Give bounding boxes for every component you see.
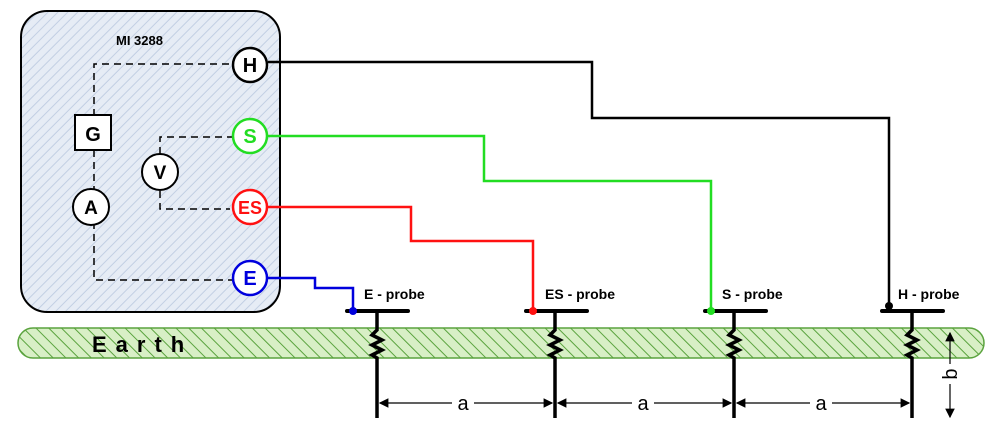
earth-band <box>17 327 985 359</box>
terminal-s <box>231 117 269 155</box>
ammeter-symbol <box>72 188 110 226</box>
probe-es-label: ES - probe <box>545 286 615 302</box>
probe-h-dot <box>885 302 893 310</box>
terminal-e <box>231 259 269 297</box>
ammeter-label: A <box>84 198 98 219</box>
probe-s-dot <box>707 307 715 315</box>
probe-e-dot <box>349 307 357 315</box>
voltmeter-label: V <box>154 163 167 184</box>
terminal-e-label: E <box>243 268 256 290</box>
spacing-label-1: a <box>457 393 469 415</box>
terminal-s-label: S <box>243 126 256 148</box>
probe-rods <box>368 311 921 418</box>
wire-es <box>268 205 535 311</box>
spacing-label-2: a <box>637 393 649 415</box>
wire-e <box>268 276 355 311</box>
terminal-h <box>231 46 269 84</box>
probe-s-label: S - probe <box>722 286 783 302</box>
terminal-es-label: ES <box>238 198 262 218</box>
voltmeter-symbol <box>141 153 179 191</box>
wire-h <box>268 60 891 306</box>
probe-h-label: H - probe <box>898 286 960 302</box>
terminal-es <box>231 188 269 226</box>
earth-label: Earth <box>92 332 193 357</box>
generator-symbol <box>74 114 112 151</box>
generator-label: G <box>85 124 101 146</box>
probe-es-dot <box>529 307 537 315</box>
spacing-label-3: a <box>815 393 827 415</box>
depth-label: b <box>940 368 962 379</box>
internal-wiring <box>93 63 233 281</box>
terminal-h-label: H <box>243 55 257 77</box>
wire-s <box>268 134 713 311</box>
instrument-model: MI 3288 <box>116 33 163 48</box>
probe-e-label: E - probe <box>364 286 425 302</box>
